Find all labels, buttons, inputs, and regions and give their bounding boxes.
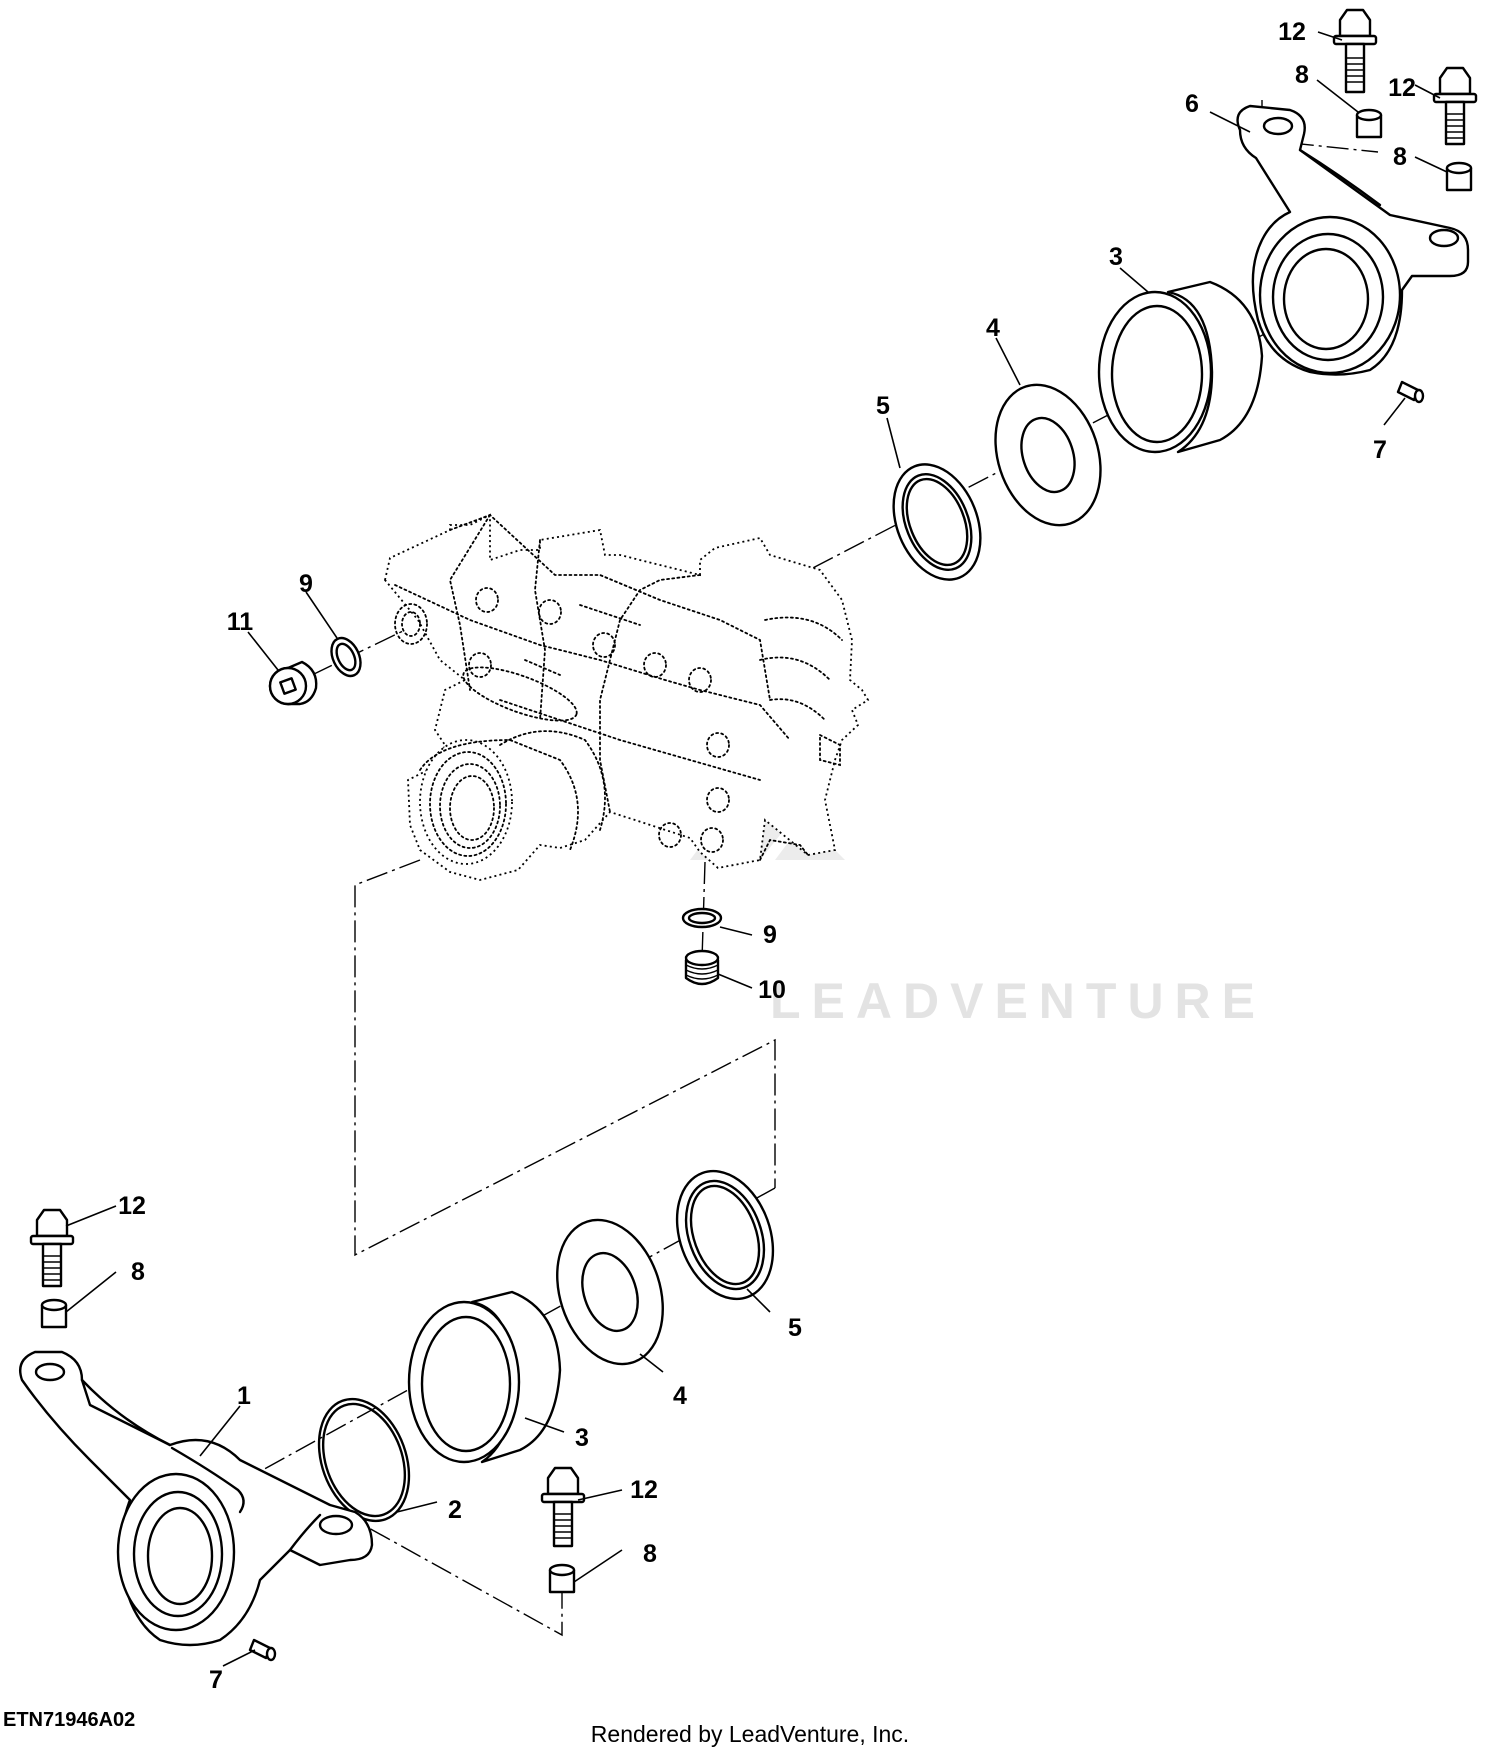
upper-seal bbox=[892, 463, 982, 581]
leader-lines bbox=[65, 31, 1448, 1667]
callout-4-upper: 4 bbox=[986, 314, 1000, 342]
callout-11: 11 bbox=[227, 608, 254, 636]
render-credit: Rendered by LeadVenture, Inc. bbox=[591, 1721, 909, 1747]
lower-seal bbox=[675, 1169, 775, 1301]
axle-housing-reference bbox=[384, 513, 870, 881]
drain-plug bbox=[684, 949, 720, 986]
callout-2: 2 bbox=[448, 1496, 462, 1524]
callout-9-drain: 9 bbox=[763, 921, 777, 949]
callout-7-upper: 7 bbox=[1373, 436, 1387, 464]
callout-12-lower-right: 12 bbox=[630, 1476, 658, 1504]
callout-4-lower: 4 bbox=[673, 1382, 687, 1410]
callout-1: 1 bbox=[237, 1382, 251, 1410]
drain-o-ring bbox=[681, 907, 723, 929]
lower-thrust-washer bbox=[556, 1218, 664, 1366]
lower-bolt-left bbox=[29, 1208, 75, 1288]
callout-12-upper-left: 12 bbox=[1278, 18, 1306, 46]
housing-to-lower-centerline bbox=[354, 859, 776, 1257]
lower-snap-ring bbox=[317, 1397, 411, 1523]
callout-8-upper-left: 8 bbox=[1295, 61, 1309, 89]
upper-pivot-bracket bbox=[1236, 104, 1470, 376]
callout-8-lower-right: 8 bbox=[643, 1540, 657, 1568]
upper-bushing-sleeve bbox=[1097, 280, 1264, 454]
housing-plug bbox=[268, 660, 318, 706]
callout-labels: 12 8 12 6 8 3 4 5 7 9 11 9 10 12 8 1 5 4… bbox=[118, 18, 1416, 1694]
lower-pivot-bracket bbox=[18, 1350, 374, 1647]
watermark-text: LEADVENTURE bbox=[770, 973, 1266, 1029]
upper-bushing-left bbox=[1355, 108, 1383, 139]
callout-9-plug: 9 bbox=[299, 570, 313, 598]
upper-thrust-washer bbox=[994, 383, 1102, 527]
upper-bolt-left bbox=[1332, 8, 1378, 94]
callout-8-upper-right: 8 bbox=[1393, 143, 1407, 171]
callout-3-upper: 3 bbox=[1109, 243, 1123, 271]
upper-bushing-right bbox=[1445, 161, 1473, 192]
lower-bolt-centerline bbox=[339, 1511, 563, 1637]
lower-bushing-sleeve bbox=[407, 1290, 562, 1464]
upper-grease-fitting bbox=[1396, 380, 1425, 404]
lower-bushing-left bbox=[40, 1298, 68, 1329]
callout-8-lower-left: 8 bbox=[131, 1258, 145, 1286]
plug-o-ring bbox=[330, 636, 362, 678]
callout-10: 10 bbox=[758, 976, 786, 1004]
lower-grease-fitting bbox=[248, 1638, 277, 1662]
upper-bolt-right bbox=[1432, 66, 1478, 146]
callout-7-lower: 7 bbox=[209, 1666, 223, 1694]
figure-id: ETN71946A02 bbox=[3, 1709, 135, 1731]
callout-5-lower: 5 bbox=[788, 1314, 802, 1342]
callout-3-lower: 3 bbox=[575, 1424, 589, 1452]
callout-12-upper-right: 12 bbox=[1388, 74, 1416, 102]
lower-bushing-right bbox=[548, 1563, 576, 1594]
callout-12-lower-left: 12 bbox=[118, 1192, 146, 1220]
callout-6: 6 bbox=[1185, 90, 1199, 118]
lower-bolt-right bbox=[540, 1466, 586, 1548]
callout-5-upper: 5 bbox=[876, 392, 890, 420]
